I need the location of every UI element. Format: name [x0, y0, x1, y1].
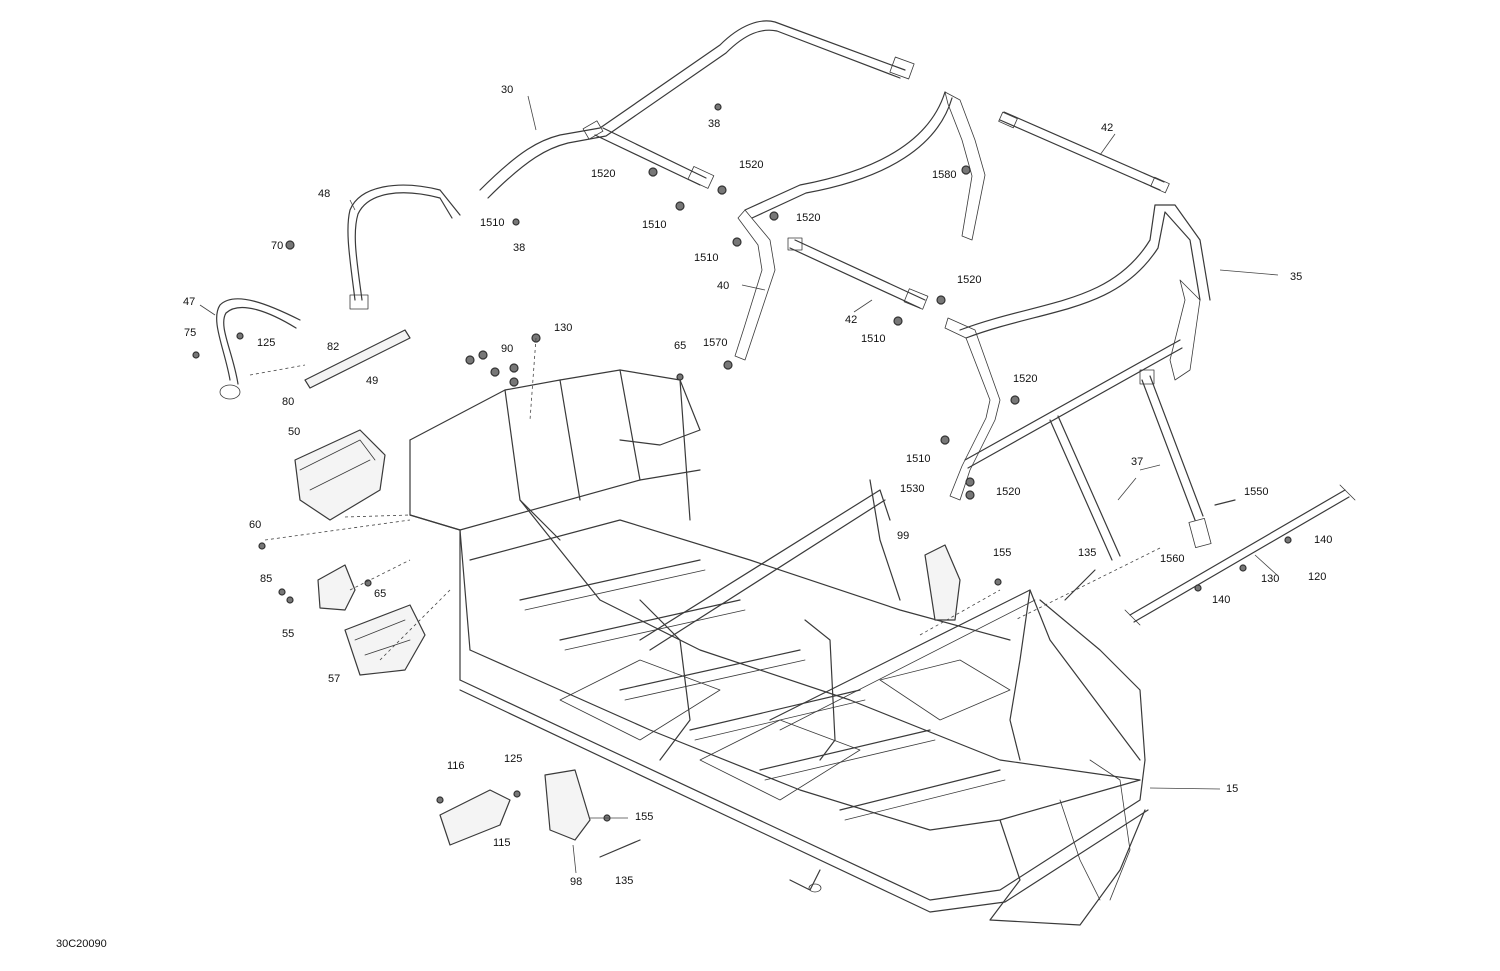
callout-label: 60 [249, 519, 261, 531]
callout-label: 135 [1078, 547, 1096, 559]
callout-label: 42 [1101, 122, 1113, 134]
callout-label: 1520 [1013, 373, 1037, 385]
callout-label: 49 [366, 375, 378, 387]
callout-label: 135 [615, 875, 633, 887]
callout-label: 1510 [642, 219, 666, 231]
leader-lines [199, 95, 1279, 874]
callout-label: 1510 [906, 453, 930, 465]
callout-label: 1580 [932, 169, 956, 181]
callout-label: 155 [993, 547, 1011, 559]
main-chassis-frame [409, 369, 1149, 926]
callout-label: 55 [282, 628, 294, 640]
callout-label: 1510 [861, 333, 885, 345]
callout-label: 65 [374, 588, 386, 600]
callout-label: 82 [327, 341, 339, 353]
callout-label: 1510 [480, 217, 504, 229]
callout-label: 130 [554, 322, 572, 334]
callout-label: 98 [570, 876, 582, 888]
callout-label: 75 [184, 327, 196, 339]
callout-label: 130 [1261, 573, 1279, 585]
callout-label: 125 [257, 337, 275, 349]
callout-label: 85 [260, 573, 272, 585]
callout-label: 155 [635, 811, 653, 823]
callout-label: 1560 [1160, 553, 1184, 565]
callout-label: 140 [1212, 594, 1230, 606]
callout-label: 1570 [703, 337, 727, 349]
callout-label: 1530 [900, 483, 924, 495]
callout-label: 70 [271, 240, 283, 252]
callout-label: 37 [1131, 456, 1143, 468]
callout-label: 40 [717, 280, 729, 292]
callout-label: 35 [1290, 271, 1302, 283]
loose-parts [192, 103, 1292, 858]
callout-label: 42 [845, 314, 857, 326]
callout-label: 15 [1226, 783, 1238, 795]
callout-label: 48 [318, 188, 330, 200]
callout-label: 120 [1308, 571, 1326, 583]
callout-label: 1510 [694, 252, 718, 264]
callout-label: 50 [288, 426, 300, 438]
callout-label: 30 [501, 84, 513, 96]
callout-label: 38 [708, 118, 720, 130]
roll-cage-assembly [216, 20, 1356, 626]
callout-label: 65 [674, 340, 686, 352]
callout-label: 57 [328, 673, 340, 685]
callout-label: 115 [493, 837, 511, 849]
callout-label: 90 [501, 343, 513, 355]
callout-label: 116 [447, 760, 465, 772]
callout-label: 1520 [591, 168, 615, 180]
callout-label: 1520 [957, 274, 981, 286]
callout-label: 47 [183, 296, 195, 308]
callout-label: 125 [504, 753, 522, 765]
callout-label: 1520 [796, 212, 820, 224]
callout-label: 99 [897, 530, 909, 542]
callout-label: 1550 [1244, 486, 1268, 498]
callout-label: 38 [513, 242, 525, 254]
callout-labels: 30 38 42 1520 1520 1580 48 1510 38 1510 … [183, 84, 1332, 888]
drawing-id: 30C20090 [56, 938, 107, 950]
callout-label: 1520 [996, 486, 1020, 498]
callout-label: 80 [282, 396, 294, 408]
callout-label: 1520 [739, 159, 763, 171]
callout-label: 140 [1314, 534, 1332, 546]
